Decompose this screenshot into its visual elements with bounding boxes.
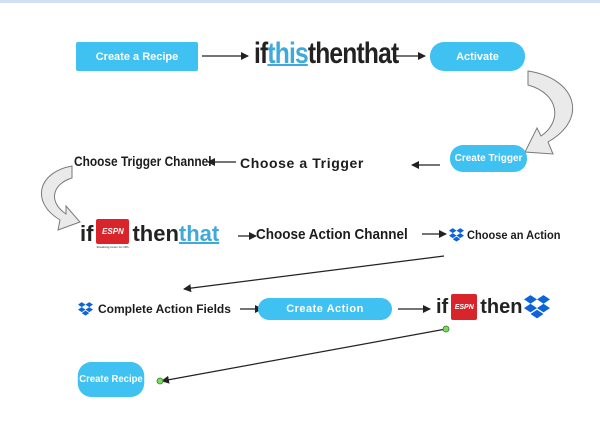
- create-action-button[interactable]: Create Action: [258, 298, 392, 320]
- ifttt-logo: if this then that: [254, 36, 400, 72]
- dropbox-icon: [524, 295, 551, 319]
- espn-logo-small: ESPN: [451, 294, 478, 320]
- complete-action-fields-item: Complete Action Fields: [78, 301, 231, 317]
- connector-endpoint-start: [442, 325, 450, 333]
- espn-logo-that: that: [178, 221, 220, 246]
- ifttt-then: then: [307, 37, 357, 70]
- top-border: [0, 0, 600, 3]
- choose-trigger-channel-label: Choose Trigger Channel: [74, 153, 212, 169]
- ifttt-if: if: [254, 37, 268, 70]
- dropbox-icon: [449, 228, 464, 242]
- activate-button[interactable]: Activate: [430, 42, 525, 71]
- connector-endpoint-end: [156, 377, 164, 385]
- dropbox-icon: [78, 302, 93, 316]
- result-logo-then: then: [480, 295, 523, 318]
- espn-logo-box: ESPN: [96, 219, 130, 244]
- espn-logo-caption: Breaking news for NFL: [96, 245, 130, 249]
- choose-an-action-item: Choose an Action: [449, 227, 569, 243]
- arrow-action-to-complete-fields: [183, 255, 445, 293]
- create-a-recipe-button[interactable]: Create a Recipe: [76, 42, 198, 71]
- curved-arrow-activate-to-trigger: [524, 70, 574, 155]
- if-espn-then-dropbox-logo: if ESPN then: [436, 292, 551, 322]
- espn-logo-then: then: [132, 221, 179, 246]
- choose-action-channel-label: Choose Action Channel: [256, 226, 408, 243]
- if-espn-then-that-logo: if ESPN Breaking news for NFL then that: [80, 214, 219, 254]
- ifttt-that: that: [356, 37, 400, 70]
- ifttt-this: this: [267, 37, 308, 70]
- curved-arrow-channel-to-espn: [41, 165, 81, 231]
- create-recipe-button[interactable]: Create Recipe: [77, 362, 145, 397]
- choose-a-trigger-label: Choose a Trigger: [240, 155, 364, 171]
- espn-logo-if: if: [80, 221, 94, 246]
- create-trigger-button[interactable]: Create Trigger: [450, 145, 527, 172]
- arrow-result-to-create-recipe: [161, 328, 447, 384]
- choose-an-action-label: Choose an Action: [467, 228, 561, 242]
- complete-action-fields-label: Complete Action Fields: [98, 302, 231, 316]
- espn-logo: ESPN Breaking news for NFL: [96, 219, 130, 249]
- result-logo-if: if: [436, 295, 449, 318]
